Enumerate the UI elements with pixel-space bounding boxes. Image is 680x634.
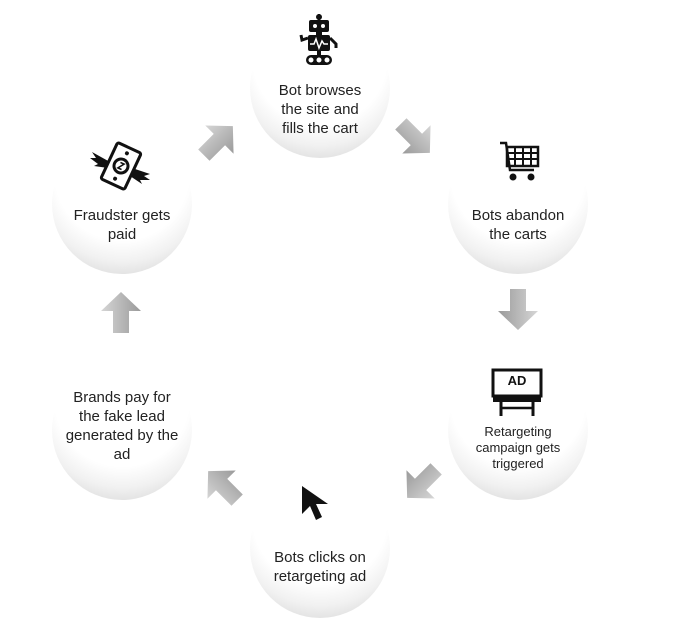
cycle-node-bots-clicks: Bots clicks on retargeting ad bbox=[250, 478, 390, 618]
node-label: Fraudster gets paid bbox=[73, 207, 171, 243]
billboard-text: AD bbox=[507, 373, 527, 388]
arrow-retargeting-to-clicks bbox=[387, 448, 458, 519]
arrow-fraudster-to-bot bbox=[183, 106, 254, 177]
arrow-bot-to-abandon bbox=[380, 103, 451, 174]
mouse-cursor-icon bbox=[300, 484, 340, 524]
arrow-brands-to-fraudster bbox=[96, 288, 146, 338]
cycle-node-fraudster: Fraudster gets paid bbox=[52, 134, 192, 274]
cycle-node-retargeting: AD Retargeting campaign gets triggered bbox=[448, 360, 588, 500]
shopping-cart-icon bbox=[498, 140, 540, 184]
node-label: Bots clicks on retargeting ad bbox=[273, 549, 367, 585]
cycle-node-bots-abandon: Bots abandon the carts bbox=[448, 134, 588, 274]
node-label: Bot browses the site and fills the cart bbox=[278, 82, 362, 137]
cycle-node-bot-browses: Bot browses the site and fills the cart bbox=[250, 14, 390, 158]
node-label: Brands pay for the fake lead generated b… bbox=[65, 389, 179, 463]
arrow-abandon-to-retargeting bbox=[493, 284, 543, 334]
node-label: Retargeting campaign gets triggered bbox=[475, 424, 561, 471]
arrow-clicks-to-brands bbox=[188, 451, 259, 522]
node-label: Bots abandon the carts bbox=[471, 207, 565, 243]
cycle-node-brands-pay: Brands pay for the fake lead generated b… bbox=[52, 360, 192, 500]
flying-money-icon bbox=[90, 138, 152, 194]
billboard-icon: AD bbox=[491, 368, 543, 418]
robot-icon bbox=[298, 14, 340, 66]
